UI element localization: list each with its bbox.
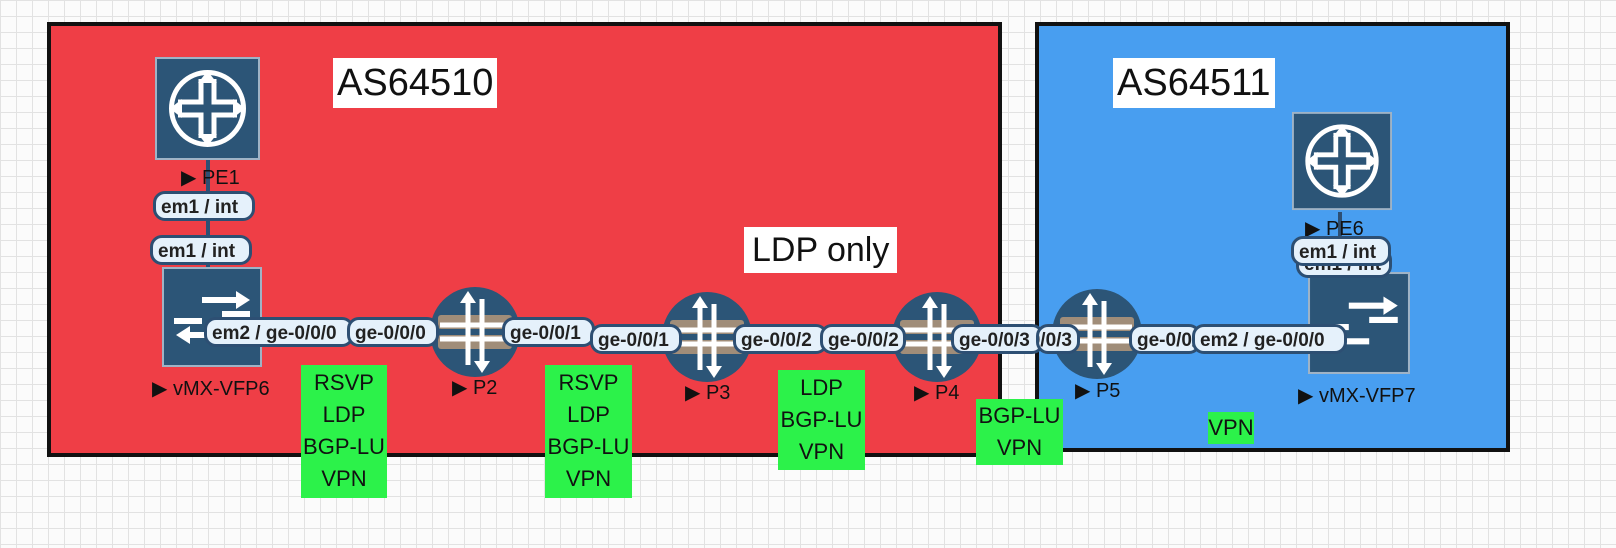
protocol-rsvp: RSVP xyxy=(314,370,374,395)
protocol-bgp-lu: BGP-LU xyxy=(303,434,385,459)
p3-ge001-port[interactable]: ge-0/0/1 xyxy=(590,324,682,354)
protocol-box-p4-p5: BGP-LU VPN xyxy=(976,399,1063,465)
p5-ge000-port[interactable]: ge-0/0/0 xyxy=(1129,324,1201,354)
vmx-vfp7-em2-port[interactable]: em2 / ge-0/0/0 xyxy=(1192,324,1347,354)
p3-router-icon[interactable] xyxy=(660,290,754,384)
protocol-box-p2-p3: RSVP LDP BGP-LU VPN xyxy=(545,365,632,498)
protocol-box-p3-p4: LDP BGP-LU VPN xyxy=(778,370,865,470)
protocol-bgp-lu: BGP-LU xyxy=(978,403,1061,428)
p2-ge001-port[interactable]: ge-0/0/1 xyxy=(502,317,595,347)
protocol-vpn: VPN xyxy=(798,439,845,464)
protocol-ldp: LDP xyxy=(800,375,843,400)
p2-label: ▶ P2 xyxy=(452,377,498,399)
vmx-vfp7-label: ▶ vMX-VFP7 xyxy=(1298,385,1416,407)
pe6-router-icon[interactable] xyxy=(1292,110,1392,212)
as64510-label: AS64510 xyxy=(333,58,498,108)
vmx-vfp7-switch-icon[interactable] xyxy=(1308,272,1410,374)
protocol-ldp: LDP xyxy=(322,402,366,427)
protocol-bgp-lu: BGP-LU xyxy=(547,434,630,459)
pe1-router-icon[interactable] xyxy=(155,57,260,160)
as64511-label: AS64511 xyxy=(1113,58,1275,108)
p4-label: ▶ P4 xyxy=(914,382,960,404)
pe1-label: ▶ PE1 xyxy=(181,167,240,189)
p3-label: ▶ P3 xyxy=(685,382,731,404)
protocol-box-vmx6-p2: RSVP LDP BGP-LU VPN xyxy=(301,365,387,498)
p4-ge003-port[interactable]: ge-0/0/3 xyxy=(951,324,1044,354)
protocol-box-p5-vmx7: VPN xyxy=(1208,412,1254,444)
p4-router-icon[interactable] xyxy=(890,290,984,384)
vmx-vfp6-em1-port[interactable]: em1 / int xyxy=(150,235,252,265)
protocol-bgp-lu: BGP-LU xyxy=(780,407,863,432)
protocol-rsvp: RSVP xyxy=(558,370,619,395)
pe6-label: ▶ PE6 xyxy=(1305,218,1364,240)
p4-ge002-port[interactable]: ge-0/0/2 xyxy=(820,324,906,354)
protocol-vpn: VPN xyxy=(996,435,1043,460)
p3-ge002-port[interactable]: ge-0/0/2 xyxy=(733,324,828,354)
protocol-vpn: VPN xyxy=(321,466,367,491)
protocol-vpn: VPN xyxy=(565,466,612,491)
pe1-em1-port[interactable]: em1 / int xyxy=(153,191,255,221)
protocol-vpn: VPN xyxy=(1208,415,1254,440)
p2-ge000-port[interactable]: ge-0/0/0 xyxy=(347,317,439,347)
vmx-vfp6-label: ▶ vMX-VFP6 xyxy=(152,378,270,400)
pe6-em1-port[interactable]: em1 / int xyxy=(1291,236,1391,266)
p2-router-icon[interactable] xyxy=(428,285,522,379)
vmx-vfp6-em2-port[interactable]: em2 / ge-0/0/0 xyxy=(204,317,354,347)
ldp-only-note: LDP only xyxy=(744,227,898,273)
p5-label: ▶ P5 xyxy=(1075,380,1121,402)
p5-ge003-port[interactable]: ge-0/0/3 xyxy=(1036,324,1080,354)
p5-router-icon[interactable] xyxy=(1050,287,1144,381)
protocol-ldp: LDP xyxy=(567,402,610,427)
